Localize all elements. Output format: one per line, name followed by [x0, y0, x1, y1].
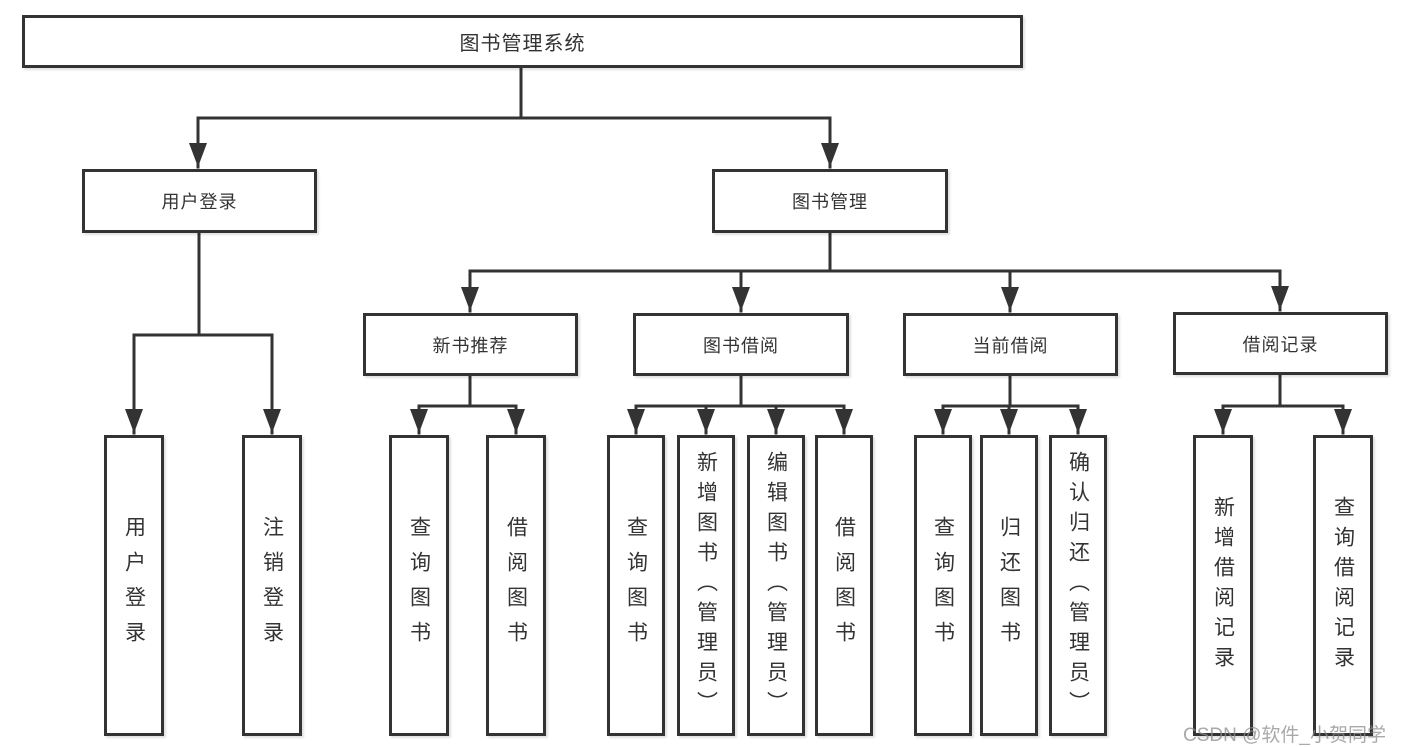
leaf-br-add-record-label: 新增借阅记录	[1211, 495, 1235, 676]
node-book-management: 图书管理	[712, 169, 948, 233]
node-user-login-label: 用户登录	[161, 192, 238, 212]
leaf-nb-borrow-books-label: 借阅图书	[504, 515, 528, 656]
leaf-cb-query-books: 查询图书	[914, 435, 972, 736]
leaf-cb-confirm-return-admin-label: 确认归还（管理员）	[1066, 450, 1090, 721]
leaf-bb-edit-books-admin-label: 编辑图书（管理员）	[764, 450, 788, 721]
leaf-bb-borrow-books: 借阅图书	[815, 435, 873, 736]
node-library-system-label: 图书管理系统	[459, 33, 586, 55]
leaf-br-query-record: 查询借阅记录	[1313, 435, 1373, 736]
node-current-borrowing-label: 当前借阅	[972, 335, 1049, 356]
leaf-bb-query-books: 查询图书	[607, 435, 665, 736]
node-book-borrowing: 图书借阅	[633, 313, 849, 376]
node-borrowing-records: 借阅记录	[1173, 312, 1388, 375]
leaf-br-add-record: 新增借阅记录	[1193, 435, 1253, 736]
node-new-book-recommend-label: 新书推荐	[432, 335, 509, 356]
node-current-borrowing: 当前借阅	[903, 313, 1118, 376]
leaf-nb-borrow-books: 借阅图书	[486, 435, 546, 736]
leaf-cb-return-books: 归还图书	[980, 435, 1038, 736]
leaf-nb-query-books: 查询图书	[389, 435, 449, 736]
leaf-bb-borrow-books-label: 借阅图书	[832, 515, 856, 656]
leaf-cb-confirm-return-admin: 确认归还（管理员）	[1049, 435, 1107, 736]
node-user-login: 用户登录	[82, 169, 317, 233]
node-borrowing-records-label: 借阅记录	[1242, 334, 1319, 355]
leaf-user-login: 用户登录	[104, 435, 164, 736]
node-book-borrowing-label: 图书借阅	[703, 335, 779, 356]
node-book-management-label: 图书管理	[792, 192, 868, 212]
leaf-bb-add-books-admin: 新增图书（管理员）	[677, 435, 735, 736]
csdn-watermark: CSDN @软件_小贺同学	[1183, 725, 1386, 746]
leaf-user-login-label: 用户登录	[122, 515, 146, 656]
leaf-bb-query-books-label: 查询图书	[624, 515, 648, 656]
leaf-logout-login: 注销登录	[242, 435, 302, 736]
leaf-cb-return-books-label: 归还图书	[997, 515, 1021, 656]
leaf-bb-add-books-admin-label: 新增图书（管理员）	[694, 450, 718, 721]
node-new-book-recommend: 新书推荐	[363, 313, 578, 376]
node-library-system: 图书管理系统	[22, 15, 1023, 68]
leaf-logout-login-label: 注销登录	[260, 515, 284, 656]
leaf-bb-edit-books-admin: 编辑图书（管理员）	[747, 435, 805, 736]
leaf-br-query-record-label: 查询借阅记录	[1331, 495, 1355, 676]
leaf-cb-query-books-label: 查询图书	[931, 515, 955, 656]
leaf-nb-query-books-label: 查询图书	[407, 515, 431, 656]
